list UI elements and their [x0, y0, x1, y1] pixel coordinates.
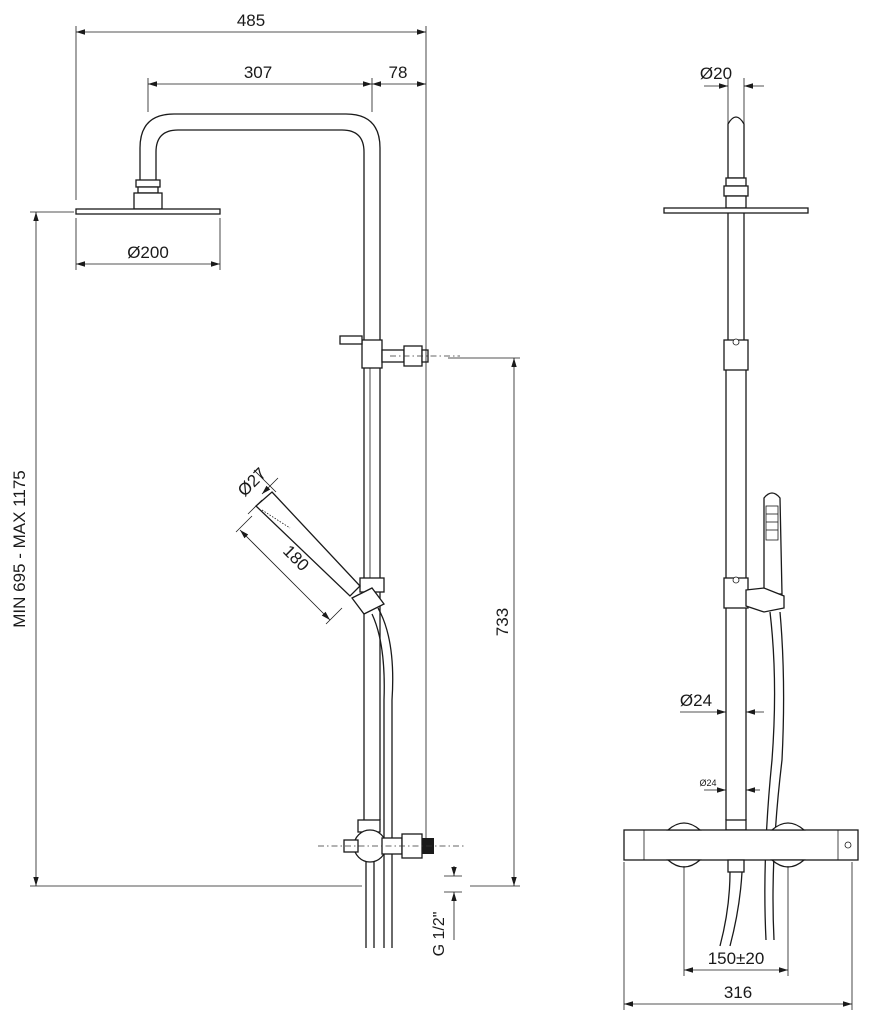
sliding-bar: [339, 335, 460, 578]
thread-label: G 1/2": [431, 912, 448, 957]
handshower-holder: [351, 577, 385, 820]
mixer: [318, 819, 466, 863]
front-view: [75, 90, 466, 948]
side-mixer: [623, 822, 859, 976]
center-distance-label: 150±20: [708, 949, 765, 968]
total-width-label: 485: [237, 11, 265, 30]
height-range-label: MIN 695 - MAX 1175: [10, 470, 29, 627]
head-diameter-label: Ø200: [127, 243, 169, 262]
handshower-diameter-label: Ø27: [234, 464, 270, 500]
bar-height-label: 733: [493, 608, 512, 636]
arm-offset-label: 78: [389, 63, 408, 82]
hose: [365, 607, 394, 948]
pipe-diameter-label: Ø24: [680, 691, 712, 710]
overhead-arm: [139, 113, 381, 340]
arm-length-label: 307: [244, 63, 272, 82]
side-hand-shower: [745, 492, 785, 941]
hand-shower: [255, 491, 361, 597]
front-dimensions: 485 307 78 Ø200 MIN 695 - MAX 1175 733 Ø…: [10, 11, 520, 956]
side-top-diameter-label: Ø20: [700, 64, 732, 83]
mixer-width-label: 316: [724, 983, 752, 1002]
head-connector: [133, 179, 163, 210]
pipe-diameter-small-label: Ø24: [699, 778, 716, 788]
side-arm: [723, 116, 749, 209]
side-dimensions: Ø20 Ø24 Ø24 150±20 316: [623, 64, 853, 1010]
side-view: [623, 116, 859, 976]
shower-head: [75, 208, 221, 215]
side-pipe: [723, 213, 749, 831]
side-head: [663, 207, 809, 214]
